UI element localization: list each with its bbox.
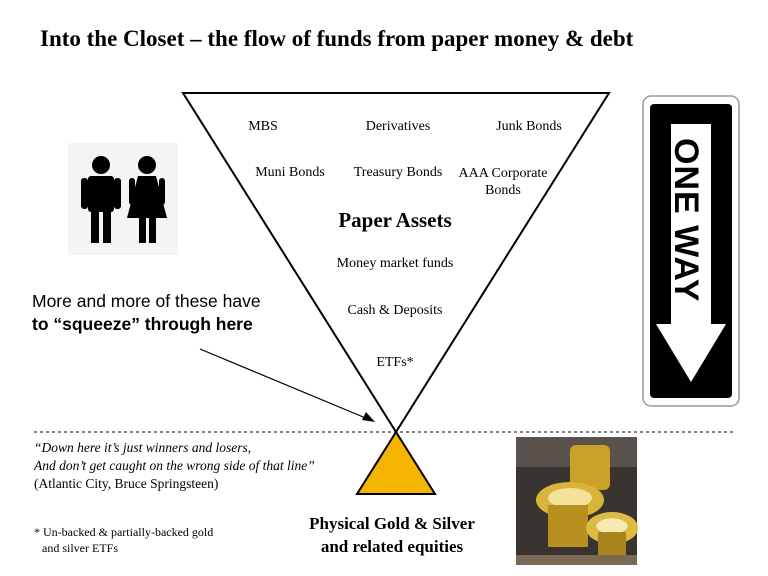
label-money-market-funds: Money market funds [336,256,454,271]
squeeze-line-2: to “squeeze” through here [32,314,253,334]
label-treasury-bonds: Treasury Bonds [353,165,443,180]
etf-footnote: * Un-backed & partially-backed gold and … [34,524,213,556]
squeeze-arrow-head [362,412,375,422]
quote-line-2: And don’t get caught on the wrong side o… [34,458,315,473]
label-junk-bonds: Junk Bonds [496,119,562,134]
physical-gold-line-1: Physical Gold & Silver [309,514,475,533]
paper-assets-title: Paper Assets [338,208,452,232]
label-aaa-corporate-bonds: AAA Corporate Bonds [458,166,548,198]
page-title: Into the Closet – the flow of funds from… [40,26,634,51]
footnote-line-1: * Un-backed & partially-backed gold [34,525,214,539]
physical-gold-line-2: and related equities [320,537,464,556]
label-etfs: ETFs* [376,355,414,370]
quote-attribution: (Atlantic City, Bruce Springsteen) [34,476,219,491]
label-derivatives: Derivatives [365,119,431,134]
one-way-sign-text: ONE WAY [667,138,705,303]
paper-assets-funnel [181,92,611,434]
label-muni-bonds: Muni Bonds [255,165,325,180]
squeeze-annotation: More and more of these have to “squeeze”… [32,290,261,336]
physical-gold-label: Physical Gold & Silver and related equit… [290,512,494,558]
one-way-sign-icon [642,95,740,407]
footnote-line-2: and silver ETFs [42,541,118,555]
physical-gold-triangle [355,430,437,495]
label-mbs: MBS [248,119,278,134]
quote-line-1: “Down here it’s just winners and losers, [34,440,252,455]
springsteen-quote: “Down here it’s just winners and losers,… [34,439,315,493]
label-cash-deposits: Cash & Deposits [347,303,443,318]
squeeze-line-1: More and more of these have [32,291,261,311]
squeeze-arrow [199,348,369,420]
restroom-people-icon [68,143,178,255]
gold-toilet-image [516,437,638,565]
